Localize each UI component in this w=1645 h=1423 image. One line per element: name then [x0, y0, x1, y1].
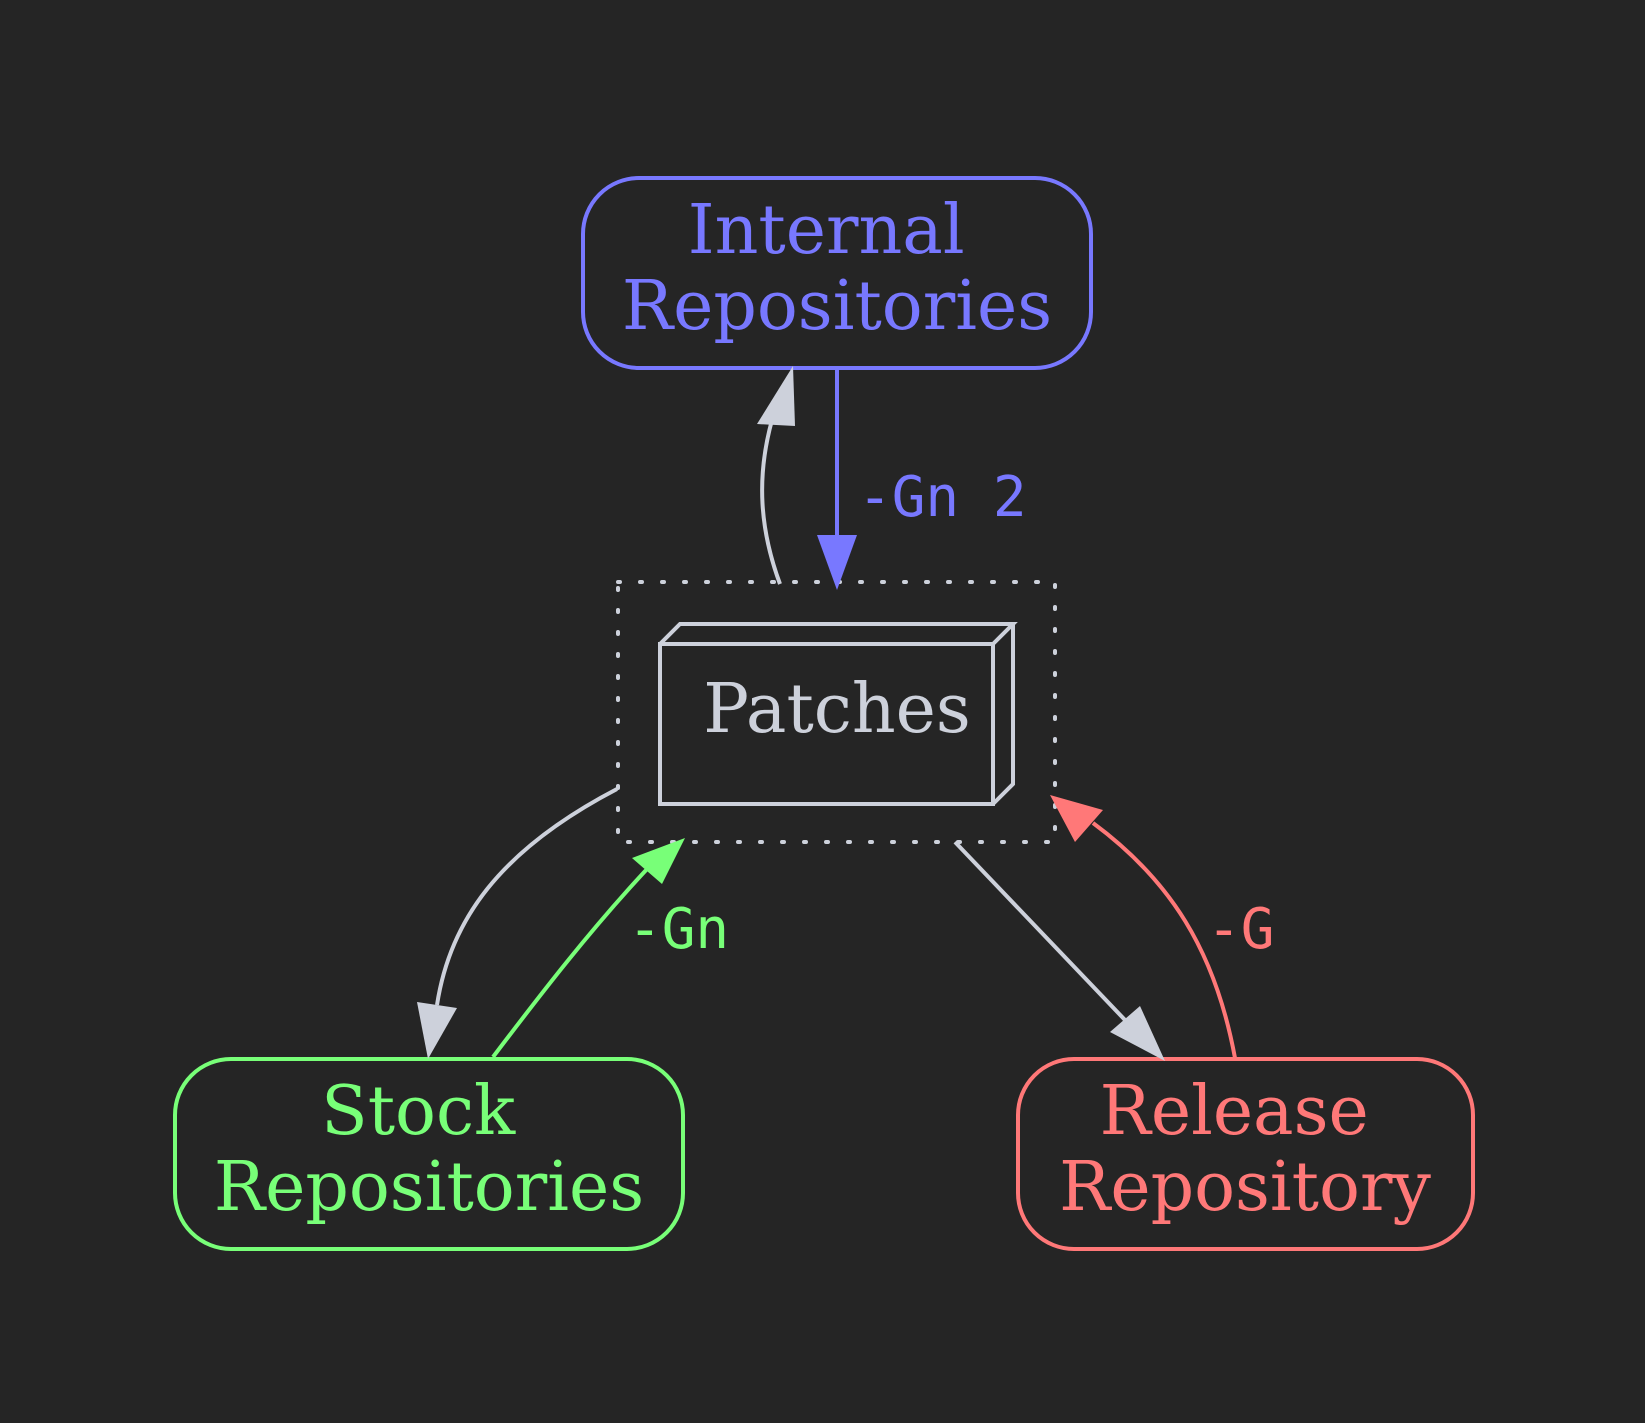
- edge-patches-to-internal-arrowhead: [757, 366, 795, 426]
- release-repository-label-line1: Release: [1100, 1072, 1369, 1151]
- stock-repositories-box: [173, 1057, 685, 1251]
- edge-stock-to-patches-arrowhead: [632, 838, 685, 884]
- edge-patches-to-stock-arrowhead: [417, 1002, 457, 1059]
- patches-box-top: [658, 622, 1018, 646]
- internal-repositories-label-line2: Repositories: [622, 267, 1052, 346]
- svg-text:Patches: Patches: [703, 670, 971, 749]
- patches-box-side: [991, 624, 1015, 806]
- edge-patches-to-internal-line: [760, 419, 782, 585]
- edge-stock-to-patches[interactable]: -Gn: [491, 838, 729, 1059]
- svg-text:Stock Repositories: Stock Repositories: [214, 1072, 644, 1227]
- edge-patches-to-release-arrowhead: [1110, 1006, 1165, 1061]
- patches-label: Patches: [703, 670, 971, 749]
- edge-stock-to-patches-line: [491, 866, 650, 1059]
- edge-release-to-patches-line: [1091, 821, 1237, 1059]
- patches-node[interactable]: Patches: [658, 622, 1018, 806]
- release-repository-box: [1016, 1057, 1475, 1251]
- stock-repositories-node[interactable]: Stock Repositories: [173, 1057, 685, 1251]
- stock-repositories-label-line1: Stock: [321, 1072, 516, 1151]
- edge-patches-to-stock[interactable]: [417, 787, 618, 1059]
- patches-box-front: [658, 642, 995, 806]
- edge-internal-to-patches[interactable]: -Gn 2: [817, 368, 1027, 590]
- edge-patches-to-release[interactable]: [953, 840, 1165, 1061]
- stock-repositories-label-line2: Repositories: [214, 1148, 644, 1227]
- edge-stock-to-patches-label: -Gn: [628, 897, 729, 962]
- edge-release-to-patches[interactable]: -G: [1050, 795, 1274, 1059]
- edge-internal-to-patches-label: -Gn 2: [858, 465, 1027, 530]
- edge-internal-to-patches-arrowhead: [817, 535, 857, 590]
- release-repository-node[interactable]: Release Repository: [1016, 1057, 1475, 1251]
- edge-patches-to-internal[interactable]: [757, 366, 795, 585]
- edge-patches-to-release-line: [953, 840, 1127, 1022]
- edge-patches-to-stock-line: [435, 787, 618, 1006]
- internal-repositories-label-line1: Internal: [688, 191, 965, 270]
- edge-release-to-patches-arrowhead: [1050, 795, 1103, 842]
- svg-text:Release Repository: Release Repository: [1059, 1072, 1431, 1227]
- release-repository-label-line2: Repository: [1059, 1148, 1431, 1227]
- edge-release-to-patches-label: -G: [1207, 897, 1274, 962]
- svg-text:Internal Repositories: Internal Repositories: [622, 191, 1052, 346]
- internal-repositories-node[interactable]: Internal Repositories: [581, 176, 1093, 370]
